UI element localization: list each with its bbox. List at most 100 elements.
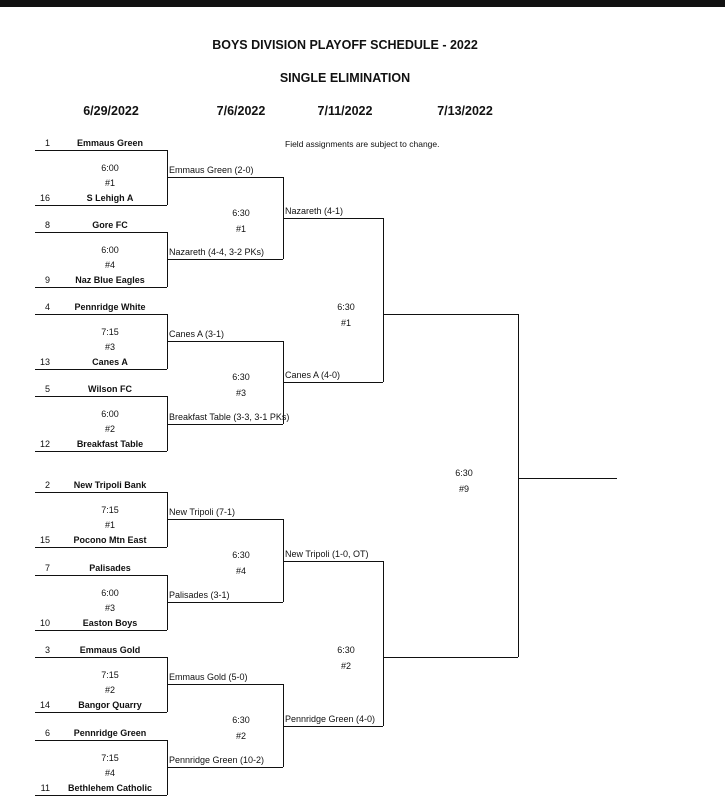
bracket-line bbox=[35, 492, 167, 493]
bracket-line bbox=[35, 630, 167, 631]
match-result: Pennridge Green (4-0) bbox=[285, 714, 376, 724]
seed-number: 5 bbox=[44, 384, 50, 394]
page-title: BOYS DIVISION PLAYOFF SCHEDULE - 2022 bbox=[212, 38, 478, 52]
team-name: Pocono Mtn East bbox=[73, 535, 147, 545]
team-name: Easton Boys bbox=[82, 618, 138, 628]
team-name: Emmaus Green bbox=[76, 138, 144, 148]
bracket-line bbox=[35, 287, 167, 288]
match-field: #4 bbox=[104, 768, 115, 778]
seed-number: 10 bbox=[39, 618, 50, 628]
match-field: #2 bbox=[235, 731, 246, 741]
seed-number: 9 bbox=[44, 275, 50, 285]
bracket-line bbox=[518, 314, 519, 657]
match-field: #4 bbox=[235, 566, 246, 576]
match-time: 6:30 bbox=[232, 372, 250, 382]
match-field: #2 bbox=[104, 685, 115, 695]
bracket-line bbox=[167, 396, 168, 451]
bracket-line bbox=[35, 657, 167, 658]
match-field: #1 bbox=[340, 318, 351, 328]
bracket-line bbox=[35, 205, 167, 206]
seed-number: 16 bbox=[39, 193, 50, 203]
match-time: 6:00 bbox=[101, 588, 119, 598]
page-subtitle: SINGLE ELIMINATION bbox=[279, 71, 411, 85]
match-result: Breakfast Table (3-3, 3-1 PKs) bbox=[169, 412, 290, 422]
bracket-line bbox=[167, 177, 283, 178]
match-result: Emmaus Gold (5-0) bbox=[169, 672, 248, 682]
round-date-2: 7/6/2022 bbox=[216, 104, 266, 118]
bracket-line bbox=[167, 341, 283, 342]
match-time: 6:00 bbox=[101, 409, 119, 419]
bracket-line bbox=[35, 740, 167, 741]
match-time: 7:15 bbox=[101, 670, 119, 680]
bracket-line bbox=[283, 726, 383, 727]
match-result: New Tripoli (1-0, OT) bbox=[285, 549, 369, 559]
match-time: 6:00 bbox=[101, 245, 119, 255]
round-date-3: 7/11/2022 bbox=[317, 104, 373, 118]
match-result: Nazareth (4-4, 3-2 PKs) bbox=[169, 247, 265, 257]
team-name: Naz Blue Eagles bbox=[75, 275, 145, 285]
match-result: Emmaus Green (2-0) bbox=[169, 165, 254, 175]
bracket-line bbox=[35, 396, 167, 397]
seed-number: 6 bbox=[44, 728, 50, 738]
bracket-line bbox=[283, 519, 284, 602]
bracket-line bbox=[35, 451, 167, 452]
bracket-line bbox=[35, 369, 167, 370]
match-result: Palisades (3-1) bbox=[169, 590, 230, 600]
match-result: Canes A (4-0) bbox=[285, 370, 341, 380]
match-time: 6:30 bbox=[337, 645, 355, 655]
match-field: #2 bbox=[340, 661, 351, 671]
team-name: Pennridge White bbox=[74, 302, 146, 312]
team-name: Canes A bbox=[92, 357, 128, 367]
team-name: S Lehigh A bbox=[86, 193, 134, 203]
bracket-line bbox=[283, 561, 383, 562]
match-result: New Tripoli (7-1) bbox=[169, 507, 236, 517]
team-name: Wilson FC bbox=[88, 384, 132, 394]
match-time: 7:15 bbox=[101, 505, 119, 515]
match-time: 6:00 bbox=[101, 163, 119, 173]
match-time: 6:30 bbox=[232, 715, 250, 725]
match-field: #1 bbox=[104, 178, 115, 188]
bracket-line bbox=[35, 575, 167, 576]
match-time: 6:30 bbox=[232, 550, 250, 560]
team-name: Emmaus Gold bbox=[79, 645, 141, 655]
match-field: #3 bbox=[104, 603, 115, 613]
bracket-line bbox=[167, 767, 283, 768]
match-result: Pennridge Green (10-2) bbox=[169, 755, 265, 765]
team-name: New Tripoli Bank bbox=[73, 480, 147, 490]
bracket-line bbox=[167, 519, 283, 520]
top-border bbox=[0, 0, 725, 7]
field-note: Field assignments are subject to change. bbox=[285, 139, 440, 149]
bracket-line bbox=[167, 424, 283, 425]
bracket-line bbox=[167, 259, 283, 260]
match-field: #1 bbox=[235, 224, 246, 234]
bracket-line bbox=[383, 218, 384, 382]
seed-number: 8 bbox=[44, 220, 50, 230]
team-name: Breakfast Table bbox=[76, 439, 144, 449]
match-field: #4 bbox=[104, 260, 115, 270]
bracket-line bbox=[35, 232, 167, 233]
seed-number: 13 bbox=[39, 357, 50, 367]
seed-number: 1 bbox=[44, 138, 50, 148]
seed-number: 14 bbox=[39, 700, 50, 710]
match-result: Nazareth (4-1) bbox=[285, 206, 344, 216]
bracket-line bbox=[518, 478, 617, 479]
match-field: #2 bbox=[104, 424, 115, 434]
team-name: Bangor Quarry bbox=[78, 700, 142, 710]
seed-number: 2 bbox=[44, 480, 50, 490]
team-name: Bethlehem Catholic bbox=[67, 783, 152, 793]
bracket-line bbox=[35, 795, 167, 796]
match-time: 7:15 bbox=[101, 753, 119, 763]
bracket-line bbox=[35, 712, 167, 713]
bracket-line bbox=[35, 547, 167, 548]
bracket-line bbox=[383, 561, 384, 726]
bracket-line bbox=[383, 657, 518, 658]
match-field: #1 bbox=[104, 520, 115, 530]
bracket-line bbox=[283, 382, 383, 383]
bracket-line bbox=[283, 684, 284, 767]
seed-number: 3 bbox=[44, 645, 50, 655]
bracket-line bbox=[383, 314, 518, 315]
match-field: #9 bbox=[458, 484, 469, 494]
team-name: Gore FC bbox=[92, 220, 128, 230]
match-field: #3 bbox=[104, 342, 115, 352]
match-field: #3 bbox=[235, 388, 246, 398]
